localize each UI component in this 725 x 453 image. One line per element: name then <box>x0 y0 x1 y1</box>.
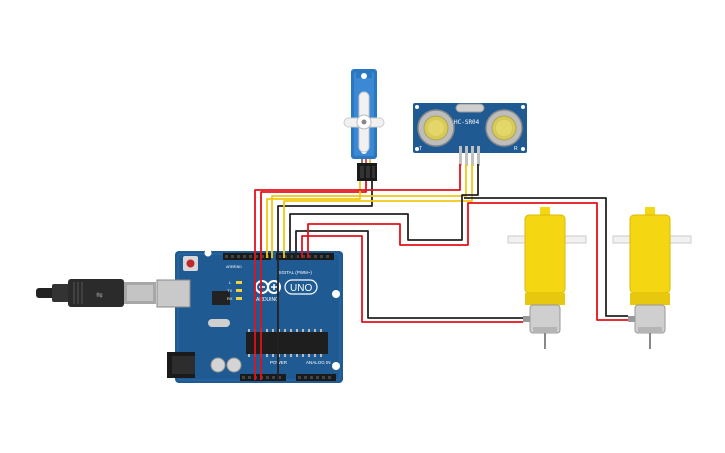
transmitter-icon <box>417 109 455 147</box>
usb-symbol-icon: ⇋ <box>96 288 103 301</box>
digital-header-label: DIGITAL (PWM~) <box>277 270 312 275</box>
sensor-r-label: R <box>514 146 518 152</box>
brand-label: ARDUINO <box>256 297 279 303</box>
wires <box>254 164 628 380</box>
wire-motor-right-2 <box>464 197 628 317</box>
sensor-t-label: T <box>419 146 422 152</box>
receiver-icon <box>485 109 523 147</box>
atmega-chip <box>246 332 328 354</box>
usb-chip <box>212 291 230 305</box>
wire-sensor-echo <box>283 164 473 258</box>
usb-cable-icon: ⇋ <box>36 279 156 307</box>
tx-label: TX <box>227 288 232 293</box>
ultrasonic-sensor: HC-SR04 T R <box>413 103 527 166</box>
sensor-model-label: HC-SR04 <box>454 119 480 126</box>
wire-servo-gnd <box>277 181 373 380</box>
wire-motor-right-1 <box>307 202 628 321</box>
dc-motor-right <box>612 207 692 349</box>
arduino-uno-board: L TX RX DIGITAL (PWM~) AREF GND POWER AN… <box>156 249 343 383</box>
wire-motor-left-2 <box>301 235 523 323</box>
l-led-label: L <box>229 280 232 285</box>
arduino-logo-icon <box>255 280 281 294</box>
servo-motor-icon <box>343 69 385 181</box>
wire-sensor-gnd <box>289 164 479 258</box>
wire-sensor-vcc <box>254 164 461 380</box>
analog-header-label: ANALOG IN <box>306 360 331 365</box>
wire-motor-left-1 <box>295 230 523 319</box>
crystal <box>455 103 485 113</box>
dc-motor-left <box>507 207 587 349</box>
gnd-label: GND <box>234 265 242 269</box>
usb-port <box>156 279 191 308</box>
wire-servo-power <box>260 181 367 380</box>
board-model-label: UNO <box>290 283 312 294</box>
wire-sensor-trig <box>271 164 467 258</box>
aref-label: AREF <box>226 265 235 269</box>
digital-header-left <box>223 253 271 260</box>
rx-label: RX <box>227 296 233 301</box>
